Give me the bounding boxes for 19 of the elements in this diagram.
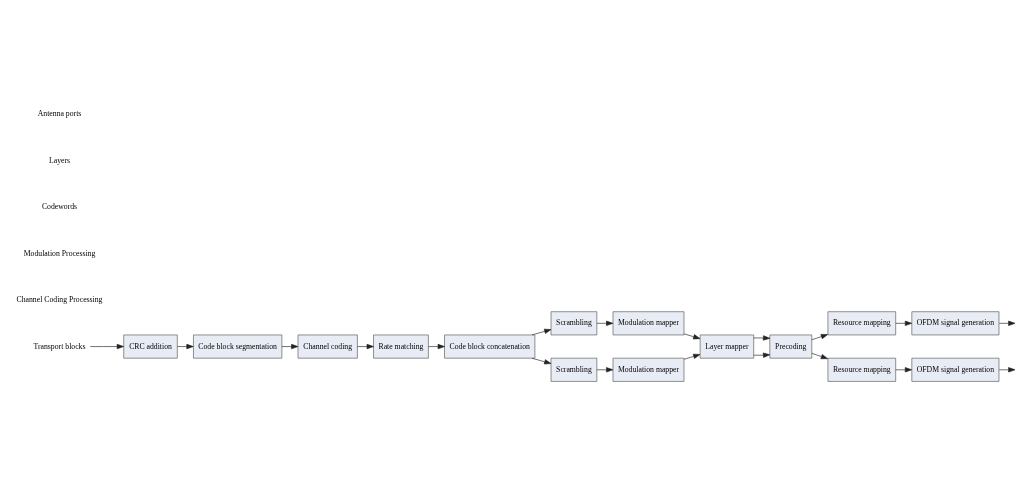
arrow	[895, 320, 912, 326]
arrow	[753, 335, 771, 341]
arrow	[811, 353, 828, 360]
arrow	[281, 343, 299, 350]
arrow	[357, 343, 374, 350]
arrow	[596, 320, 614, 326]
arrow	[596, 367, 614, 373]
arrow	[177, 343, 194, 350]
arrow	[998, 320, 1016, 326]
arrow	[428, 343, 445, 350]
arrow	[998, 367, 1016, 373]
arrow	[531, 328, 552, 336]
arrow	[531, 357, 552, 365]
arrow	[683, 353, 701, 360]
arrow	[683, 333, 701, 340]
arrow	[89, 343, 124, 350]
arrow	[811, 334, 828, 341]
arrow	[753, 352, 771, 358]
arrow	[895, 367, 912, 373]
